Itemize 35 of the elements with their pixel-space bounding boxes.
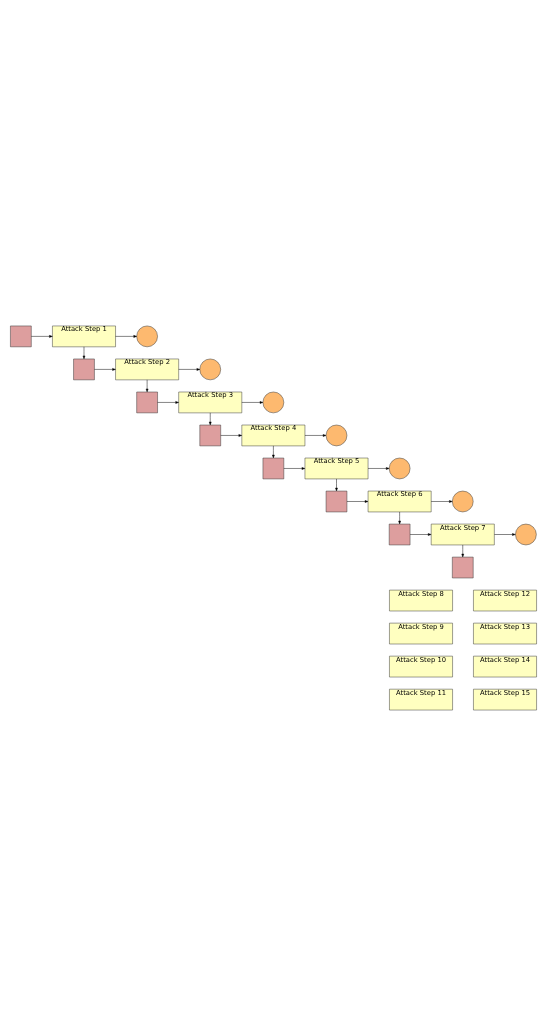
arrow (367, 467, 390, 470)
arrow (283, 467, 306, 470)
node-box (136, 391, 158, 414)
arrow (346, 500, 369, 503)
arrow (82, 346, 86, 360)
node-circle (515, 523, 537, 546)
node-circle (325, 424, 348, 447)
node-circle (136, 325, 158, 348)
arrow (220, 434, 242, 437)
node-box (73, 358, 95, 381)
node-box (10, 325, 32, 348)
node-circle (452, 490, 474, 513)
arrow (430, 500, 453, 503)
arrow (209, 412, 212, 426)
arrow (272, 445, 275, 459)
arrow (145, 379, 149, 393)
node-circle (262, 391, 285, 414)
arrow (304, 434, 327, 437)
arrow (178, 368, 200, 371)
arrow (461, 544, 465, 558)
node-box (199, 424, 221, 447)
arrow (335, 478, 338, 492)
arrow (115, 335, 137, 338)
arrow (157, 401, 179, 404)
node-circle (199, 358, 221, 381)
node-box (325, 490, 348, 513)
arrow (398, 511, 401, 525)
arrow (94, 368, 116, 371)
arrow (494, 533, 516, 536)
arrow (31, 335, 53, 338)
arrow (409, 533, 432, 536)
node-box (452, 556, 474, 579)
arrow (241, 401, 264, 404)
node-box (388, 523, 411, 546)
node-box (262, 457, 285, 480)
